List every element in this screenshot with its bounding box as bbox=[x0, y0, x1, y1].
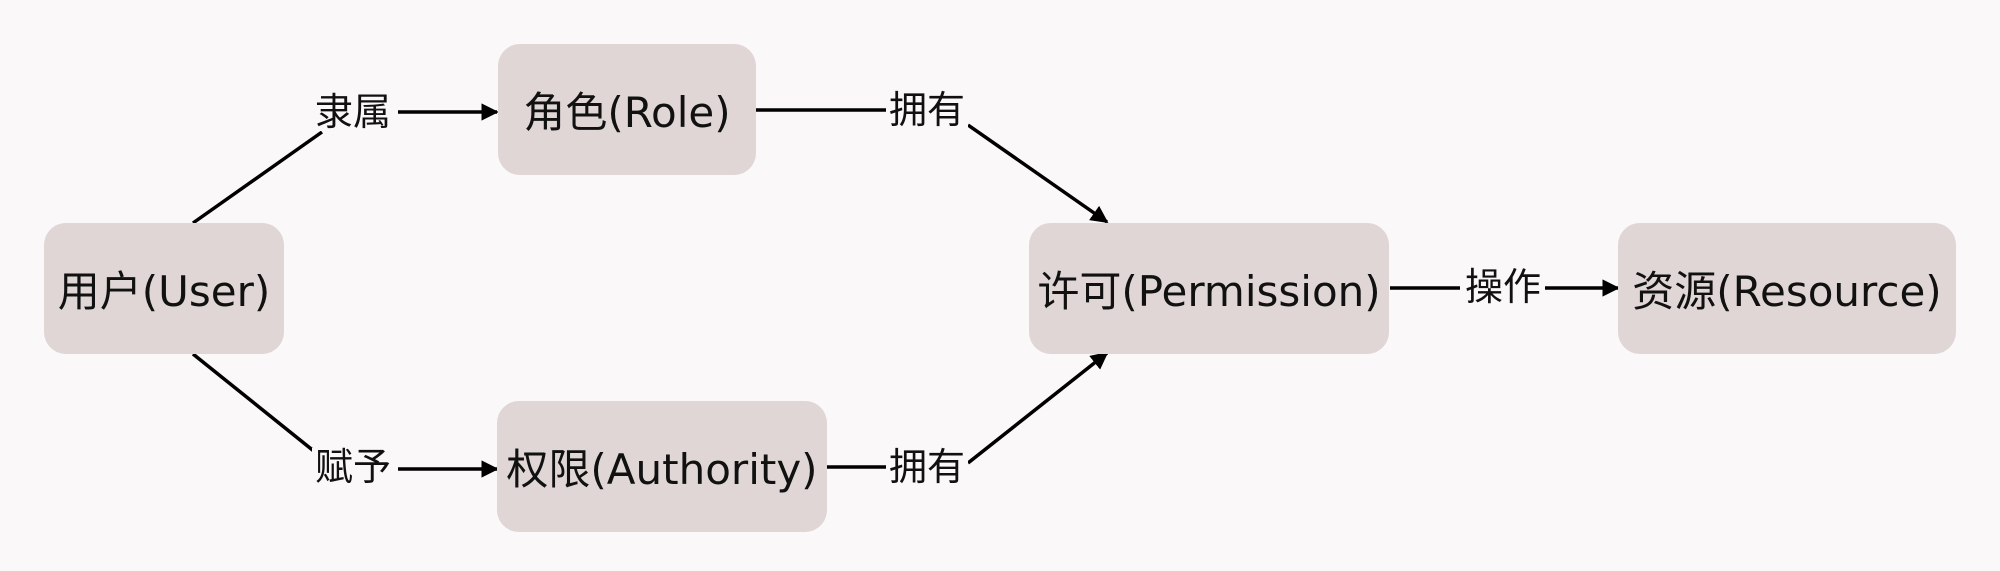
edge-user-role-line bbox=[191, 130, 324, 225]
edge-label-permission-resource: 操作 bbox=[1461, 268, 1545, 306]
node-role-label: 角色(Role) bbox=[523, 88, 731, 137]
node-user-label: 用户(User) bbox=[57, 267, 271, 316]
edge-label-role-permission: 拥有 bbox=[885, 91, 969, 129]
edge-label-user-authority: 赋予 bbox=[311, 448, 395, 486]
node-authority-label: 权限(Authority) bbox=[506, 445, 818, 494]
node-role: 角色(Role) bbox=[498, 44, 756, 175]
edge-label-user-role: 隶属 bbox=[311, 93, 395, 131]
node-user: 用户(User) bbox=[44, 223, 284, 354]
node-resource: 资源(Resource) bbox=[1618, 223, 1956, 354]
edge-role-permission-arrow bbox=[966, 123, 1109, 224]
node-authority: 权限(Authority) bbox=[497, 401, 827, 532]
node-resource-label: 资源(Resource) bbox=[1632, 267, 1942, 316]
node-permission: 许可(Permission) bbox=[1029, 223, 1389, 354]
edge-label-authority-permission: 拥有 bbox=[885, 448, 969, 486]
node-permission-label: 许可(Permission) bbox=[1037, 267, 1381, 316]
edge-user-authority-line bbox=[191, 352, 317, 454]
edge-authority-permission-arrow bbox=[966, 351, 1109, 465]
